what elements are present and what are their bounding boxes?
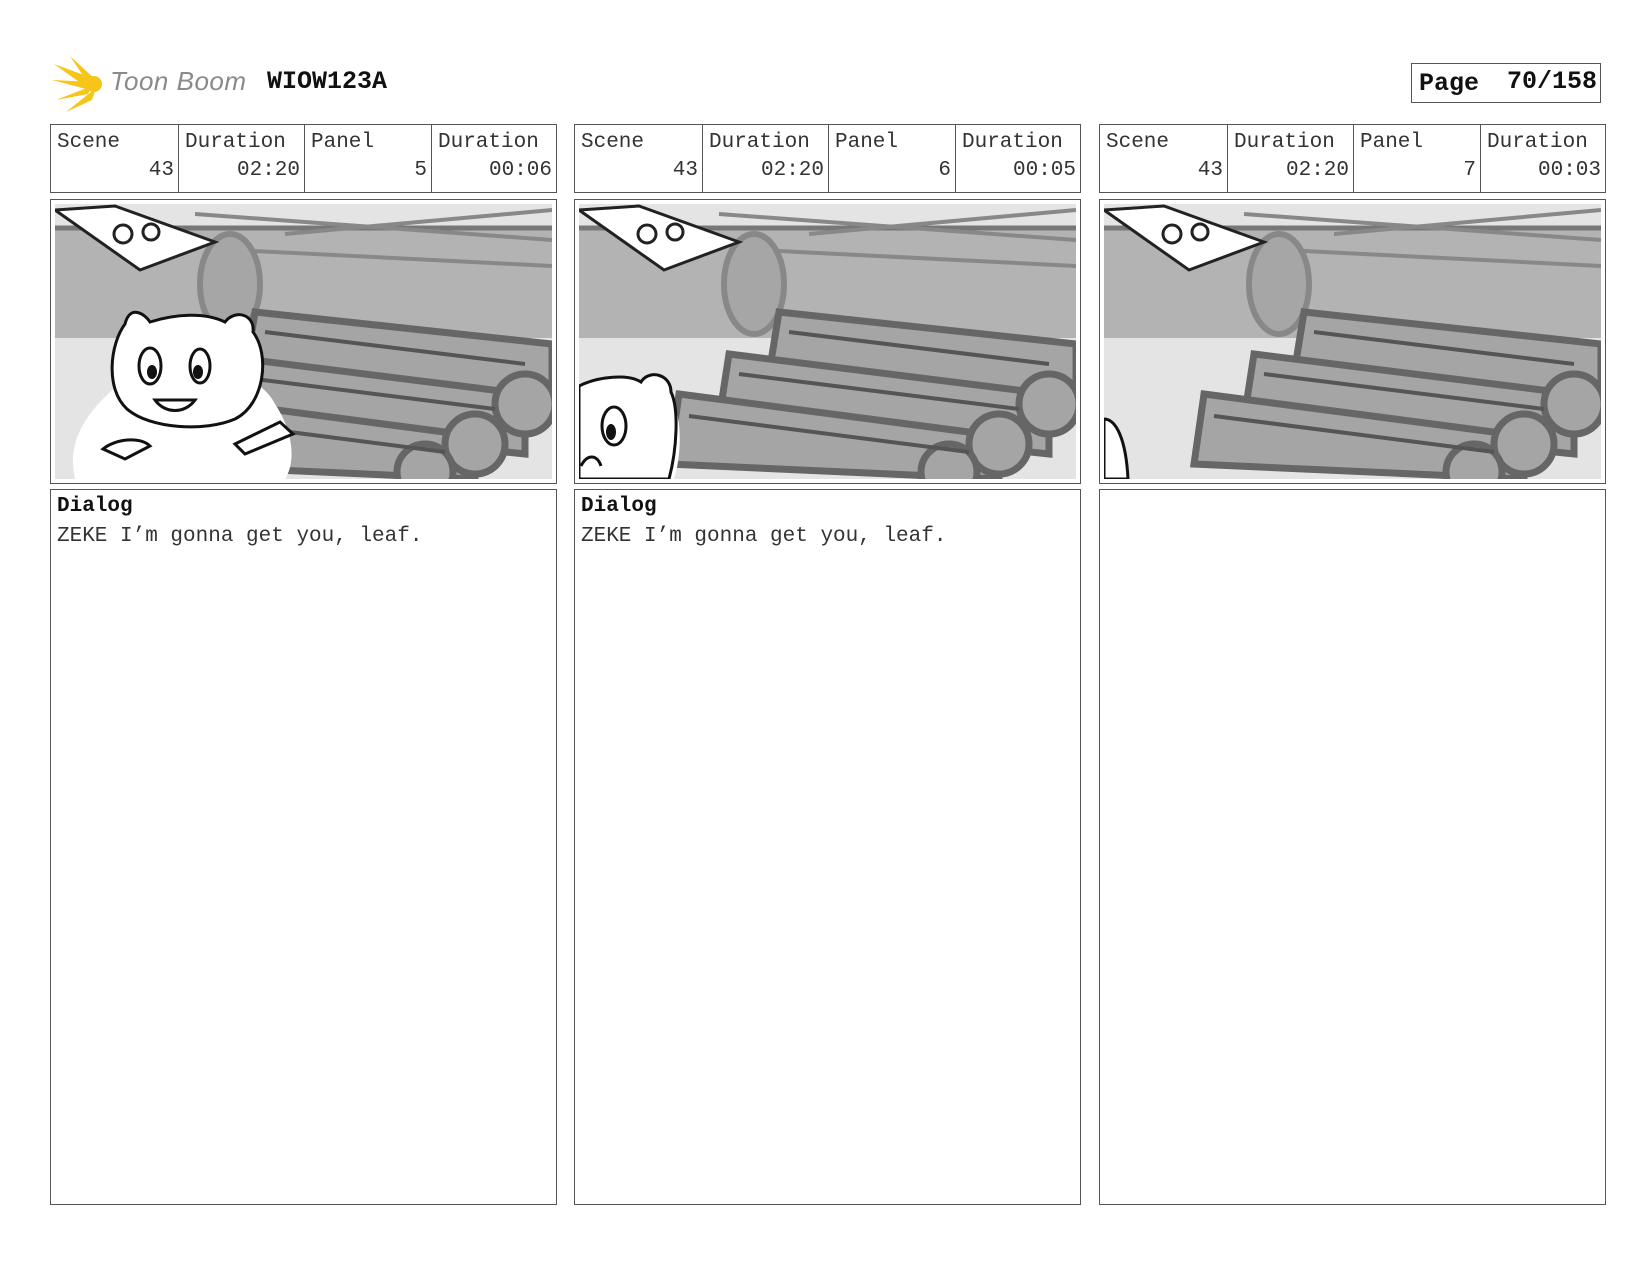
panel-duration-cell: Duration 00:06 <box>431 125 556 192</box>
panel-info-header: Scene 43 Duration 02:20 Panel 5 Duration… <box>50 124 557 193</box>
dialog-box <box>1099 489 1606 1205</box>
scene-duration-cell: Duration 02:20 <box>178 125 304 192</box>
panel-duration-value: 00:06 <box>488 159 552 182</box>
panel-duration-value: 00:03 <box>1537 159 1601 182</box>
scene-cell: Scene 43 <box>575 125 702 192</box>
page-number: 70/158 <box>1506 67 1597 96</box>
panel-duration-cell: Duration 00:03 <box>1480 125 1605 192</box>
scene-duration-label: Duration <box>185 131 286 154</box>
scene-duration-label: Duration <box>709 131 810 154</box>
dialog-text: ZEKE I’m gonna get you, leaf. <box>581 525 947 548</box>
panel-duration-label: Duration <box>1487 131 1588 154</box>
panel-cell: Panel 6 <box>828 125 955 192</box>
scene-value: 43 <box>148 159 174 182</box>
panel-label: Panel <box>1360 131 1424 154</box>
scene-label: Scene <box>57 131 121 154</box>
toon-boom-logo: Toon Boom <box>52 56 252 112</box>
dialog-label: Dialog <box>57 495 133 518</box>
scene-duration-value: 02:20 <box>760 159 824 182</box>
scene-duration-cell: Duration 02:20 <box>1227 125 1353 192</box>
panel-info-header: Scene 43 Duration 02:20 Panel 6 Duration… <box>574 124 1081 193</box>
dialog-text: ZEKE I’m gonna get you, leaf. <box>57 525 423 548</box>
panel-value: 6 <box>938 159 951 182</box>
panel-label: Panel <box>835 131 899 154</box>
panel-duration-cell: Duration 00:05 <box>955 125 1080 192</box>
panel-cell: Panel 7 <box>1353 125 1480 192</box>
panel-label: Panel <box>311 131 375 154</box>
dialog-label: Dialog <box>581 495 657 518</box>
panel-duration-label: Duration <box>438 131 539 154</box>
scene-duration-cell: Duration 02:20 <box>702 125 828 192</box>
panel-image <box>574 199 1081 484</box>
starburst-icon <box>52 56 102 112</box>
panel-info-header: Scene 43 Duration 02:20 Panel 7 Duration… <box>1099 124 1606 193</box>
scene-duration-value: 02:20 <box>236 159 300 182</box>
dialog-box: Dialog ZEKE I’m gonna get you, leaf. <box>574 489 1081 1205</box>
dialog-box: Dialog ZEKE I’m gonna get you, leaf. <box>50 489 557 1205</box>
panel-value: 5 <box>414 159 427 182</box>
scene-duration-label: Duration <box>1234 131 1335 154</box>
panel-value: 7 <box>1463 159 1476 182</box>
scene-cell: Scene 43 <box>51 125 178 192</box>
panel-duration-label: Duration <box>962 131 1063 154</box>
scene-label: Scene <box>1106 131 1170 154</box>
panel-image <box>1099 199 1606 484</box>
panel-image <box>50 199 557 484</box>
panel-duration-value: 00:05 <box>1012 159 1076 182</box>
page-indicator: Page 70/158 <box>1411 63 1601 103</box>
scene-cell: Scene 43 <box>1100 125 1227 192</box>
scene-value: 43 <box>1197 159 1223 182</box>
logo-text: Toon Boom <box>110 66 247 96</box>
page-label: Page <box>1419 69 1480 98</box>
scene-duration-value: 02:20 <box>1285 159 1349 182</box>
scene-value: 43 <box>672 159 698 182</box>
panel-cell: Panel 5 <box>304 125 431 192</box>
scene-label: Scene <box>581 131 645 154</box>
production-title: WIOW123A <box>267 67 388 96</box>
